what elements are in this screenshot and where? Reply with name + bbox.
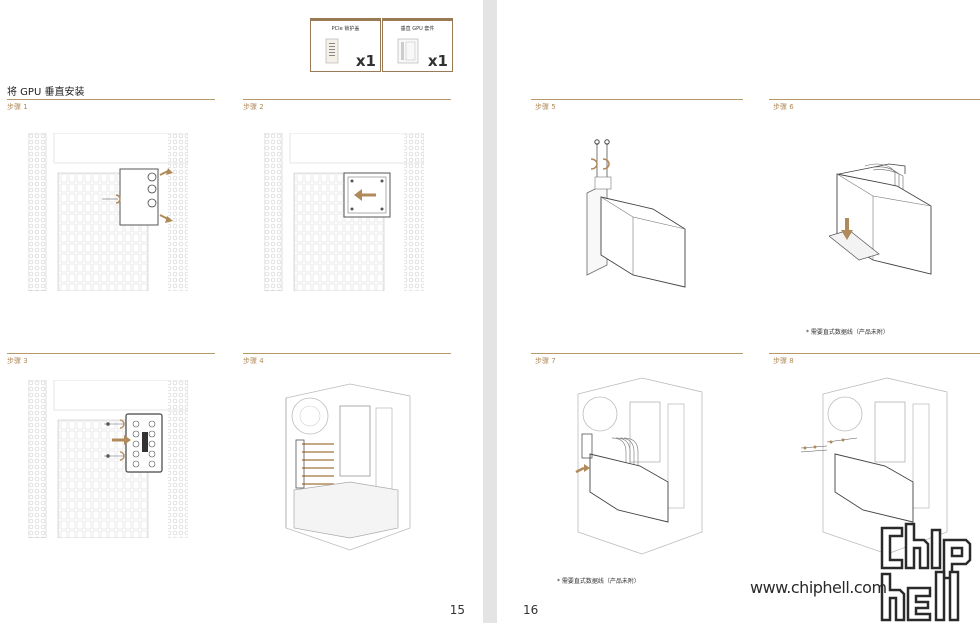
step-rule [243,353,451,354]
manual-page-left: PCIe 锁护盖 x1 垂直 GPU 套件 x1 将 GPU 垂直安装 步骤 1 [0,0,483,623]
watermark-url: www.chiphell.com [750,578,887,597]
step-2-illustration [264,133,424,291]
kit-label: PCIe 锁护盖 [331,26,360,32]
step-4-illustration [285,383,411,551]
step-7-label: 步骤 7 [535,357,556,365]
chiphell-logo [880,522,972,622]
kit-qty: x1 [355,52,376,70]
step-3-label: 步骤 3 [7,357,28,365]
page-number: 16 [523,603,539,617]
step-8-illustration [800,377,948,555]
kit-label: 垂直 GPU 套件 [400,26,435,32]
step-3-illustration [28,380,188,538]
step-8-label: 步骤 8 [773,357,794,365]
step-rule [531,99,743,100]
step-7-note: * 需要直式数据线（产品未附） [557,578,640,585]
step-5-illustration [586,139,686,288]
step-rule [7,353,215,354]
pcie-cover-icon [325,38,339,64]
step-rule [531,353,743,354]
step-rule [769,353,980,354]
vertical-gpu-kit-icon [397,38,419,64]
step-6-illustration [829,163,932,275]
manual-page-right: 步骤 5 步骤 6 * 需要直式数据线（产品未附） 步骤 7 [497,0,980,623]
page-number: 15 [449,603,465,617]
step-rule [769,99,980,100]
kit-card-vertical-gpu: 垂直 GPU 套件 x1 [382,18,453,72]
section-title: 将 GPU 垂直安装 [7,87,85,98]
step-4-label: 步骤 4 [243,357,264,365]
step-5-label: 步骤 5 [535,103,556,111]
step-1-label: 步骤 1 [7,103,28,111]
step-2-label: 步骤 2 [243,103,264,111]
kit-card-pcie-cover: PCIe 锁护盖 x1 [310,18,381,72]
kit-qty: x1 [427,52,448,70]
chiphell-watermark: www.chiphell.com [730,520,980,623]
step-6-label: 步骤 6 [773,103,794,111]
step-rule [7,99,215,100]
step-7-illustration [575,377,703,555]
step-1-illustration [28,133,188,291]
step-6-note: * 需要直式数据线（产品未附） [806,329,889,336]
step-rule [243,99,451,100]
